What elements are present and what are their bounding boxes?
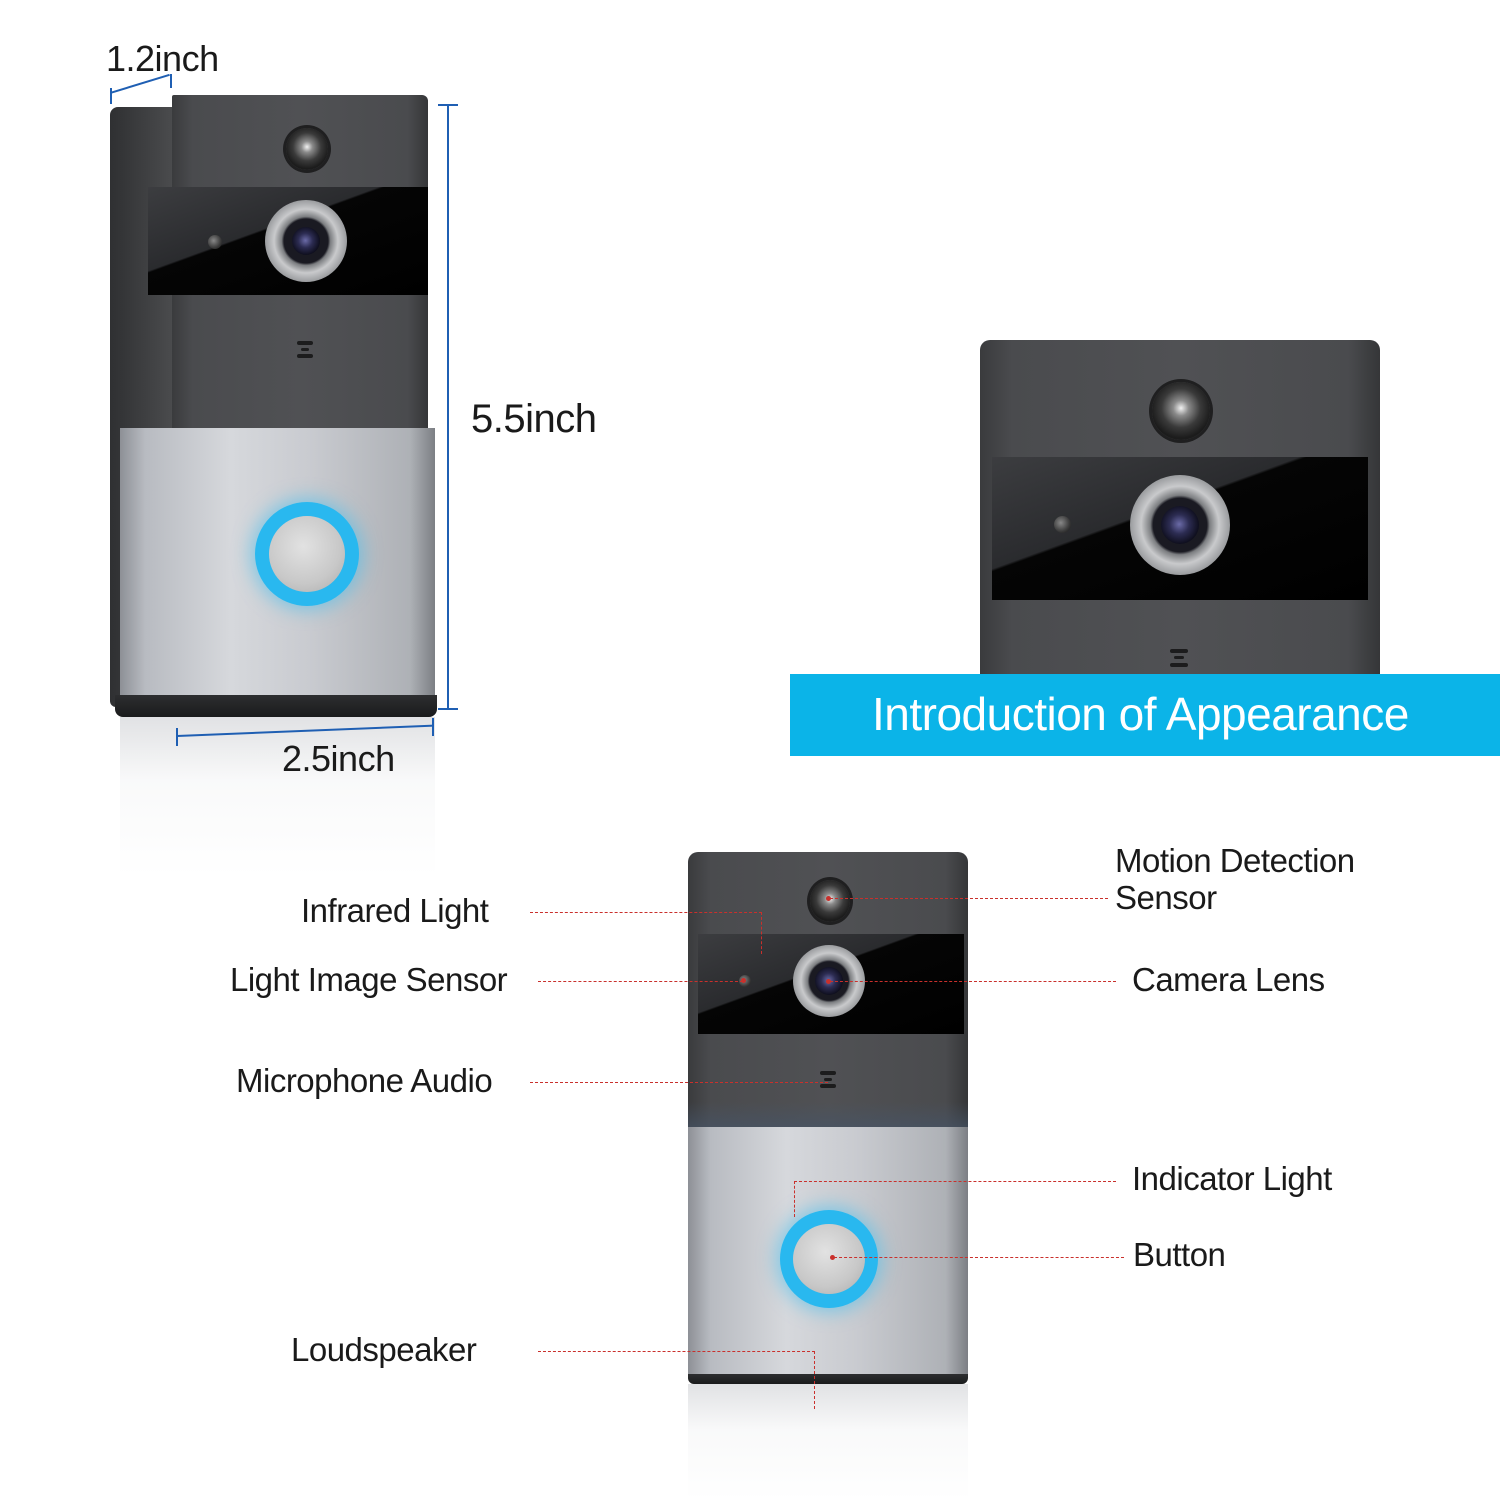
callout-loudspeaker: Loudspeaker xyxy=(291,1331,477,1368)
camera-lens-icon xyxy=(1161,506,1199,544)
callout-camera-lens: Camera Lens xyxy=(1132,961,1325,998)
light-sensor-icon xyxy=(208,235,222,249)
labeled-reflection xyxy=(688,1384,968,1500)
motion-sensor-icon xyxy=(286,128,328,170)
doorbell-dimension-view xyxy=(110,95,437,877)
callout-line xyxy=(530,912,762,913)
doorbell-labeled-view xyxy=(688,852,968,1500)
callout-microphone-audio: Microphone Audio xyxy=(236,1062,493,1099)
microphone-icon xyxy=(1170,649,1188,653)
labeled-housing-shade xyxy=(688,1102,968,1127)
doorbell-button xyxy=(793,1224,865,1294)
callout-line xyxy=(530,1082,828,1083)
microphone-icon xyxy=(824,1078,832,1081)
microphone-icon xyxy=(301,348,309,351)
motion-sensor-icon xyxy=(1152,382,1210,440)
height-dimension-label: 5.5inch xyxy=(471,397,597,441)
depth-dimension-tick xyxy=(170,74,172,88)
callout-line xyxy=(538,981,743,982)
callout-point xyxy=(826,979,831,984)
height-dimension-tick xyxy=(438,104,458,106)
callout-button: Button xyxy=(1133,1236,1226,1273)
callout-point xyxy=(741,978,746,983)
callout-line xyxy=(538,1351,815,1352)
height-dimension-line xyxy=(447,104,449,710)
callout-point xyxy=(826,896,831,901)
doorbell-base-strip xyxy=(115,695,437,717)
light-sensor-icon xyxy=(1054,516,1071,533)
camera-lens-icon xyxy=(292,227,320,255)
microphone-icon xyxy=(1174,656,1184,659)
callout-indicator-light: Indicator Light xyxy=(1132,1160,1332,1197)
microphone-icon xyxy=(820,1071,836,1075)
banner-title: Introduction of Appearance xyxy=(872,688,1409,740)
callout-light-image-sensor: Light Image Sensor xyxy=(230,961,508,998)
microphone-icon xyxy=(820,1084,836,1088)
doorbell-button xyxy=(269,516,345,592)
height-dimension-tick xyxy=(438,708,458,710)
depth-dimension-label: 1.2inch xyxy=(106,38,219,79)
microphone-icon xyxy=(297,354,313,358)
doorbell-closeup-view xyxy=(980,340,1380,680)
microphone-icon xyxy=(1170,663,1188,667)
callout-line xyxy=(830,898,1108,899)
callout-motion-line2: Sensor xyxy=(1115,878,1217,916)
section-banner: Introduction of Appearance xyxy=(790,674,1500,756)
motion-sensor-icon xyxy=(810,880,850,922)
callout-motion-detection-sensor: Motion Detection Sensor xyxy=(1115,842,1355,917)
callout-line xyxy=(830,981,1116,982)
callout-line xyxy=(794,1181,1116,1182)
microphone-icon xyxy=(297,341,313,345)
callout-infrared-light: Infrared Light xyxy=(301,892,489,929)
callout-line xyxy=(814,1351,815,1409)
width-dimension-tick xyxy=(176,728,178,746)
callout-line xyxy=(761,912,762,954)
depth-dimension-tick xyxy=(110,88,112,104)
callout-line xyxy=(834,1257,1124,1258)
callout-point xyxy=(830,1255,835,1260)
doorbell-reflection xyxy=(120,717,435,877)
width-dimension-tick xyxy=(432,718,434,736)
labeled-base-strip xyxy=(688,1374,968,1384)
callout-motion-line1: Motion Detection xyxy=(1115,842,1355,879)
callout-line xyxy=(794,1181,795,1217)
width-dimension-label: 2.5inch xyxy=(282,738,395,779)
